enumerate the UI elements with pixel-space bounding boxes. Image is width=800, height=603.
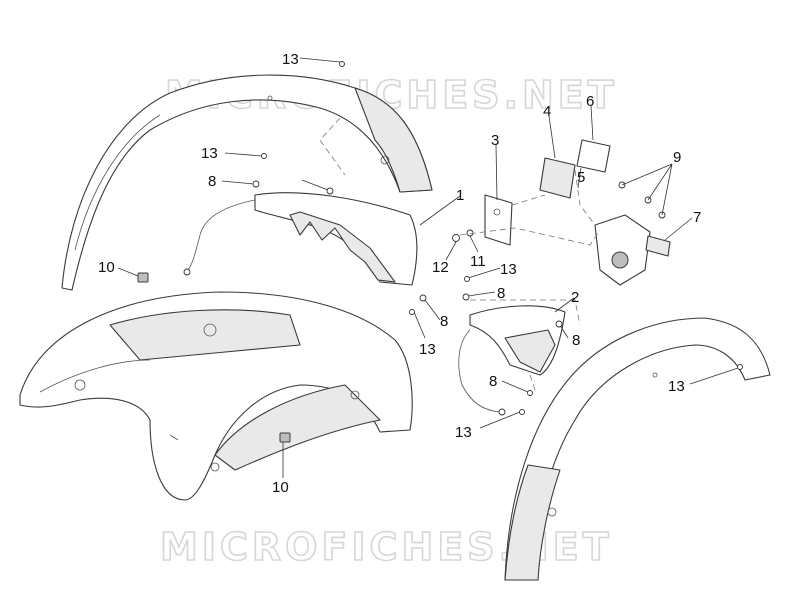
- callout-8-mid: 8: [497, 285, 505, 302]
- callout-12: 12: [432, 259, 449, 276]
- nut: [466, 229, 474, 237]
- license-reflector: [539, 139, 611, 199]
- callout-13-mid: 13: [500, 261, 517, 278]
- callout-8-lower: 8: [489, 373, 497, 390]
- clip-bottom: [279, 432, 291, 443]
- callout-13-center: 13: [419, 341, 436, 358]
- callout-9: 9: [673, 149, 681, 166]
- callout-6: 6: [586, 93, 594, 110]
- callout-7: 7: [693, 209, 701, 226]
- callout-8-center: 8: [440, 313, 448, 330]
- callout-13-upper: 13: [201, 145, 218, 162]
- watermark-bottom: MICROFICHES.NET: [160, 525, 613, 569]
- right-tail-light: [458, 305, 566, 416]
- upper-left-fender: [61, 74, 433, 291]
- bracket: [484, 194, 513, 246]
- rear-body-shell: [19, 291, 413, 501]
- callout-13-top: 13: [282, 51, 299, 68]
- clip-left: [137, 272, 149, 283]
- callout-11: 11: [470, 253, 486, 270]
- callout-1: 1: [456, 187, 464, 204]
- washer: [452, 234, 460, 242]
- license-plate-bracket: [594, 214, 671, 286]
- callout-8-upper-left: 8: [208, 173, 216, 190]
- callout-2: 2: [571, 289, 579, 306]
- callout-13-right: 13: [668, 378, 685, 395]
- lower-right-fender: [504, 317, 771, 581]
- callout-3: 3: [491, 132, 499, 149]
- callout-10-bottom: 10: [272, 479, 289, 496]
- callout-5: 5: [577, 169, 585, 186]
- tail-light-assembly: [183, 192, 418, 286]
- callout-13-lower: 13: [455, 424, 472, 441]
- callout-10-left: 10: [98, 259, 115, 276]
- callout-4: 4: [543, 103, 551, 120]
- callout-8-right: 8: [572, 332, 580, 349]
